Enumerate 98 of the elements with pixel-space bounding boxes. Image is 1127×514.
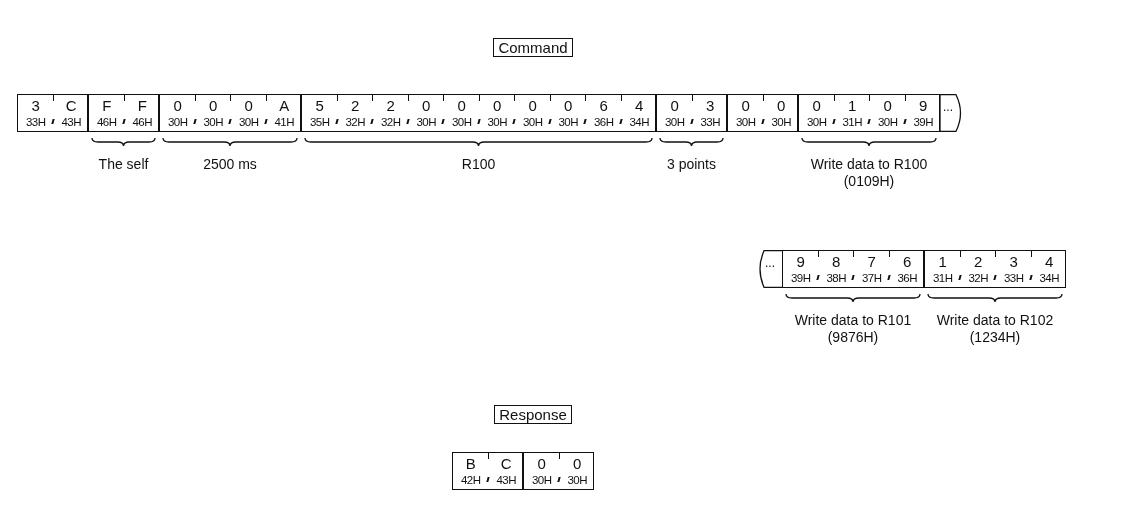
- hex-code: 36H: [592, 115, 615, 129]
- ascii-character: 0: [492, 97, 503, 114]
- hex-code: 30H: [805, 115, 828, 129]
- hex-code: 32H: [344, 115, 367, 129]
- hex-code: 30H: [530, 473, 553, 487]
- ascii-character: 6: [902, 253, 913, 270]
- hex-code: 30H: [415, 115, 438, 129]
- hex-code: 37H: [860, 271, 883, 285]
- ascii-character: C: [64, 97, 78, 114]
- ascii-character: B: [464, 455, 477, 472]
- hex-code: 43H: [60, 115, 83, 129]
- ascii-character: 5: [314, 97, 325, 114]
- hex-code: 33H: [1002, 271, 1025, 285]
- field-description: Write data to R101 (9876H): [793, 312, 913, 346]
- ascii-character: 0: [172, 97, 183, 114]
- ascii-character: C: [499, 455, 513, 472]
- section-heading-box: Response: [494, 405, 572, 424]
- field-description: 3 points: [665, 156, 717, 173]
- hex-code: 30H: [237, 115, 260, 129]
- ascii-character: 0: [740, 97, 751, 114]
- ascii-character: 7: [866, 253, 877, 270]
- ascii-character: 8: [831, 253, 842, 270]
- ascii-character: 0: [208, 97, 219, 114]
- ascii-character: 3: [705, 97, 716, 114]
- field-box: [798, 94, 940, 132]
- ascii-character: 6: [598, 97, 609, 114]
- ascii-character: 0: [421, 97, 432, 114]
- ascii-character: A: [278, 97, 291, 114]
- ascii-character: 0: [536, 455, 547, 472]
- field-description: Write data to R100 (0109H): [809, 156, 929, 190]
- hex-code: 39H: [789, 271, 812, 285]
- ascii-character: 0: [669, 97, 680, 114]
- hex-code: 36H: [896, 271, 919, 285]
- ascii-character: 0: [456, 97, 467, 114]
- field-box: [301, 94, 656, 132]
- ascii-character: 4: [634, 97, 645, 114]
- field-description: Write data to R102 (1234H): [935, 312, 1055, 346]
- ascii-character: 2: [385, 97, 396, 114]
- field-box: [727, 94, 798, 132]
- hex-code: 32H: [379, 115, 402, 129]
- ascii-character: 0: [243, 97, 254, 114]
- hex-code: 32H: [967, 271, 990, 285]
- ellipsis-mark: ...: [943, 100, 953, 114]
- hex-code: 30H: [663, 115, 686, 129]
- field-description: 2500 ms: [202, 156, 258, 173]
- hex-code: 30H: [202, 115, 225, 129]
- ascii-character: 2: [350, 97, 361, 114]
- hex-code: 41H: [273, 115, 296, 129]
- ascii-character: F: [101, 97, 113, 114]
- ascii-character: 2: [973, 253, 984, 270]
- field-box: [452, 452, 523, 490]
- ascii-character: 9: [795, 253, 806, 270]
- ascii-character: 4: [1044, 253, 1055, 270]
- ascii-character: 0: [572, 455, 583, 472]
- section-heading-box: Command: [493, 38, 573, 57]
- field-description: The self: [97, 156, 150, 173]
- field-box: [17, 94, 88, 132]
- hex-code: 33H: [699, 115, 722, 129]
- hex-code: 35H: [308, 115, 331, 129]
- field-box: [523, 452, 594, 490]
- hex-code: 33H: [24, 115, 47, 129]
- hex-code: 34H: [628, 115, 651, 129]
- ascii-character: 0: [527, 97, 538, 114]
- hex-code: 43H: [495, 473, 518, 487]
- ascii-character: 0: [776, 97, 787, 114]
- hex-code: 39H: [912, 115, 935, 129]
- ascii-character: 1: [937, 253, 948, 270]
- field-description: R100: [460, 156, 497, 173]
- hex-code: 42H: [459, 473, 482, 487]
- hex-code: 30H: [521, 115, 544, 129]
- field-box: [656, 94, 727, 132]
- hex-code: 30H: [486, 115, 509, 129]
- hex-code: 30H: [876, 115, 899, 129]
- hex-code: 31H: [931, 271, 954, 285]
- ascii-character: 3: [1008, 253, 1019, 270]
- ascii-character: 0: [563, 97, 574, 114]
- hex-code: 31H: [841, 115, 864, 129]
- field-box: [924, 250, 1066, 288]
- field-box: [88, 94, 159, 132]
- hex-code: 30H: [734, 115, 757, 129]
- ascii-character: 0: [882, 97, 893, 114]
- field-box: [159, 94, 301, 132]
- ascii-character: 1: [847, 97, 858, 114]
- hex-code: 30H: [450, 115, 473, 129]
- hex-code: 30H: [770, 115, 793, 129]
- hex-code: 46H: [95, 115, 118, 129]
- hex-code: 34H: [1038, 271, 1061, 285]
- ascii-character: 3: [30, 97, 41, 114]
- hex-code: 30H: [566, 473, 589, 487]
- ellipsis-mark: ...: [765, 256, 775, 270]
- hex-code: 38H: [825, 271, 848, 285]
- ascii-character: 9: [918, 97, 929, 114]
- hex-code: 30H: [166, 115, 189, 129]
- hex-code: 46H: [131, 115, 154, 129]
- hex-code: 30H: [557, 115, 580, 129]
- field-box: [782, 250, 924, 288]
- ascii-character: F: [136, 97, 148, 114]
- ascii-character: 0: [811, 97, 822, 114]
